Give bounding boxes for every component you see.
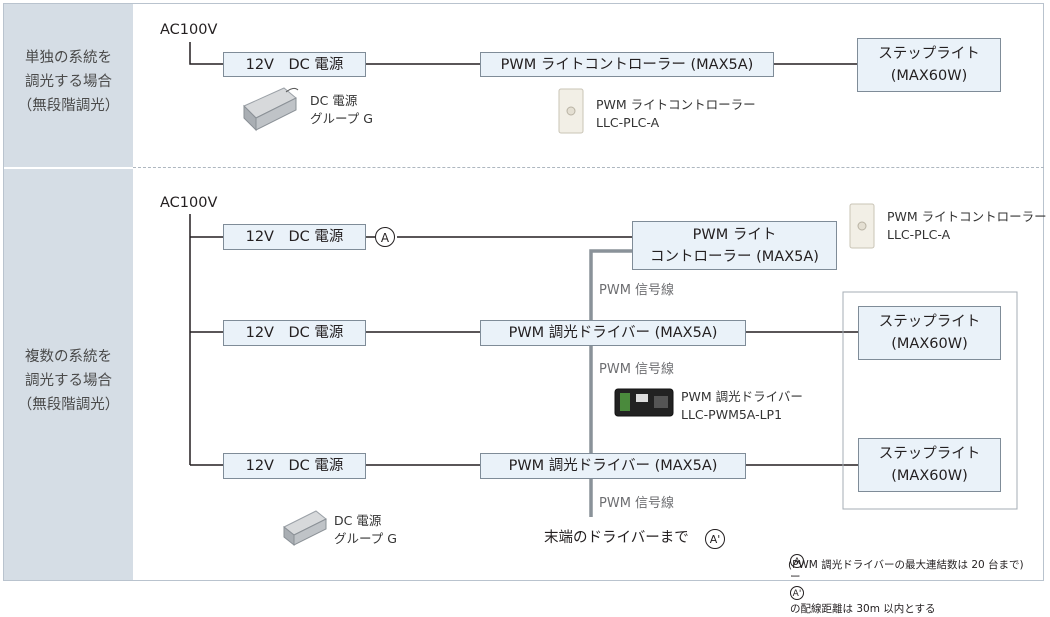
note-line-1: の配線距離は 30m 以内とする bbox=[790, 603, 936, 615]
section-single-header: 単独の系統を 調光する場合 （無段階調光） bbox=[4, 4, 133, 167]
section-single-label: 単独の系統を 調光する場合 （無段階調光） bbox=[17, 50, 120, 114]
s1-step-light: ステップライト (MAX60W) bbox=[857, 38, 1001, 92]
marker-a-prime: A' bbox=[705, 529, 725, 549]
s2-step-light-1: ステップライト (MAX60W) bbox=[858, 306, 1001, 360]
wiring-note: A ー A' の配線距離は 30m 以内とする bbox=[790, 537, 935, 617]
controller-image bbox=[558, 88, 584, 134]
s1-pwm-controller: PWM ライトコントローラー (MAX5A) bbox=[480, 52, 774, 77]
note-marker-a: A bbox=[790, 554, 804, 568]
s2-dc-power-supply-1: 12V DC 電源 bbox=[223, 224, 366, 250]
s2-dc-power-supply-3: 12V DC 電源 bbox=[223, 453, 366, 479]
pwm-signal-label-2: PWM 信号線 bbox=[599, 362, 675, 377]
s1-controller-caption: PWM ライトコントローラー LLC-PLC-A bbox=[596, 97, 756, 130]
section-divider bbox=[133, 167, 1044, 168]
diagram-frame bbox=[3, 3, 1044, 581]
s1-ac-label: AC100V bbox=[160, 22, 218, 38]
s2-pwm-driver-1: PWM 調光ドライバー (MAX5A) bbox=[480, 320, 746, 346]
note-line-2: (PWM 調光ドライバーの最大連結数は 20 台まで) bbox=[788, 559, 1024, 571]
section-multi-label: 複数の系統を 調光する場合 （無段階調光） bbox=[17, 349, 120, 413]
driver-caption: PWM 調光ドライバー LLC-PWM5A-LP1 bbox=[681, 389, 803, 422]
note-marker-a-prime: A' bbox=[790, 586, 804, 600]
s2-step-light-2: ステップライト (MAX60W) bbox=[858, 438, 1001, 492]
s2-pwm-controller: PWM ライト コントローラー (MAX5A) bbox=[632, 221, 837, 270]
light-group-frame bbox=[842, 291, 1018, 510]
pwm-signal-label-3: PWM 信号線 bbox=[599, 496, 675, 511]
controller-image-2 bbox=[849, 203, 875, 249]
s1-psu-caption: DC 電源 グループ G bbox=[310, 93, 373, 126]
s2-controller-caption: PWM ライトコントローラー LLC-PLC-A bbox=[887, 209, 1047, 242]
s2-dc-power-supply-2: 12V DC 電源 bbox=[223, 320, 366, 346]
s1-dc-power-supply: 12V DC 電源 bbox=[223, 52, 366, 77]
pwm-signal-bus bbox=[589, 249, 632, 517]
pwm-signal-label-1: PWM 信号線 bbox=[599, 283, 675, 298]
s2-ac-label: AC100V bbox=[160, 195, 218, 211]
s2-pwm-driver-2: PWM 調光ドライバー (MAX5A) bbox=[480, 453, 746, 479]
pwm-driver-image bbox=[614, 388, 674, 417]
wire-ac-s1 bbox=[189, 42, 223, 65]
wiring bbox=[189, 42, 1018, 517]
dc-power-supply-image bbox=[243, 87, 299, 132]
dc-power-supply-image-2 bbox=[283, 510, 327, 547]
s2-psu-caption: DC 電源 グループ G bbox=[334, 513, 397, 546]
section-multi-header: 複数の系統を 調光する場合 （無段階調光） bbox=[4, 169, 133, 580]
note-dash: ー bbox=[790, 571, 801, 583]
marker-a: A bbox=[375, 227, 395, 247]
end-driver-text: 末端のドライバーまで bbox=[544, 530, 689, 546]
